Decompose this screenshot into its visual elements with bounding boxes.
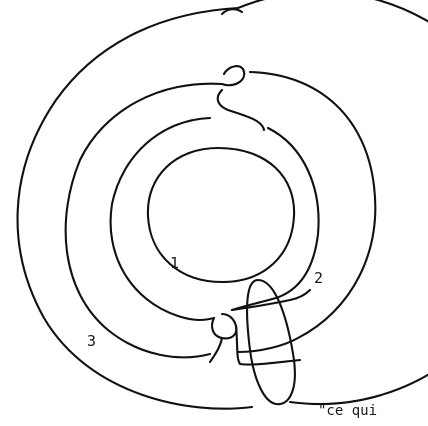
label-1: 1 xyxy=(170,254,179,272)
middle-ring xyxy=(66,66,376,357)
crossing-strand-left xyxy=(212,314,236,338)
inner-ring xyxy=(111,90,319,320)
outer-circle xyxy=(18,0,428,409)
caption-text: "ce qui xyxy=(318,403,377,419)
crossing-strand-lower xyxy=(210,326,300,365)
label-3: 3 xyxy=(87,332,96,350)
label-2: 2 xyxy=(314,269,323,287)
